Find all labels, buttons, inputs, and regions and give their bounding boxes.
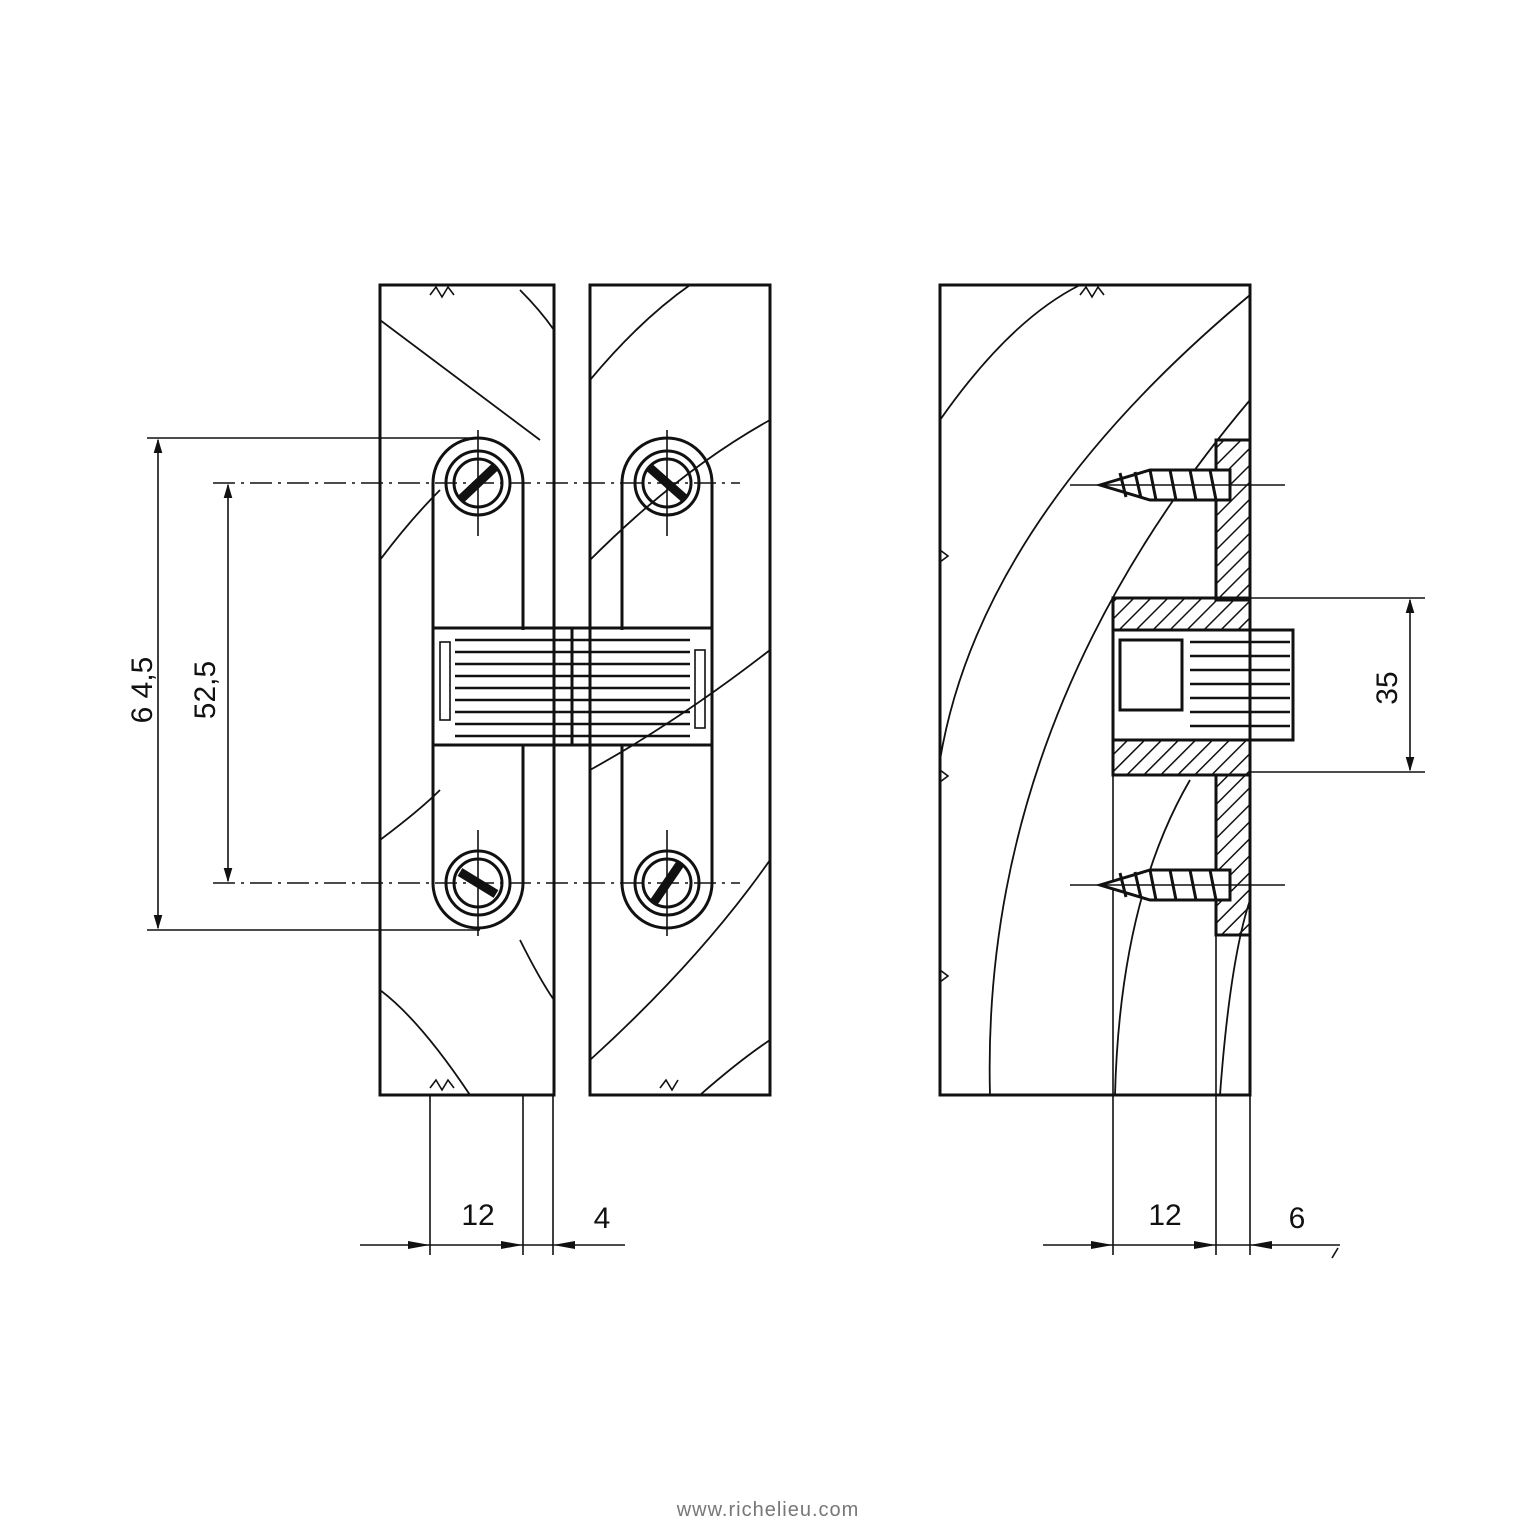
- front-view: 6 4,5 52,5 12 4: [126, 283, 772, 1255]
- side-view: 35 12 6: [938, 283, 1425, 1259]
- hole-spacing-label: 52,5: [189, 661, 222, 719]
- front-depth-label: 12: [461, 1199, 494, 1232]
- website-url: www.richelieu.com: [676, 1499, 860, 1521]
- dimension-body-width: 35: [1371, 598, 1415, 772]
- body-width-label: 35: [1371, 671, 1404, 704]
- side-wood-panel: [938, 283, 1252, 1097]
- screw-icon: [1070, 468, 1285, 502]
- right-wood-panel: [588, 283, 772, 1097]
- left-wood-panel: [378, 283, 556, 1097]
- overall-height-label: 6 4,5: [126, 657, 159, 724]
- side-offset-label: 6: [1289, 1202, 1306, 1235]
- dimension-hole-spacing: 52,5: [189, 483, 233, 883]
- hinge-cross-section: [1111, 438, 1295, 937]
- screw-icon: [1070, 868, 1285, 902]
- dimension-overall-height: 6 4,5: [126, 438, 163, 930]
- hinge-knuckle-body: [431, 626, 714, 747]
- front-gap-label: 4: [594, 1202, 611, 1235]
- side-depth-label: 12: [1148, 1199, 1181, 1232]
